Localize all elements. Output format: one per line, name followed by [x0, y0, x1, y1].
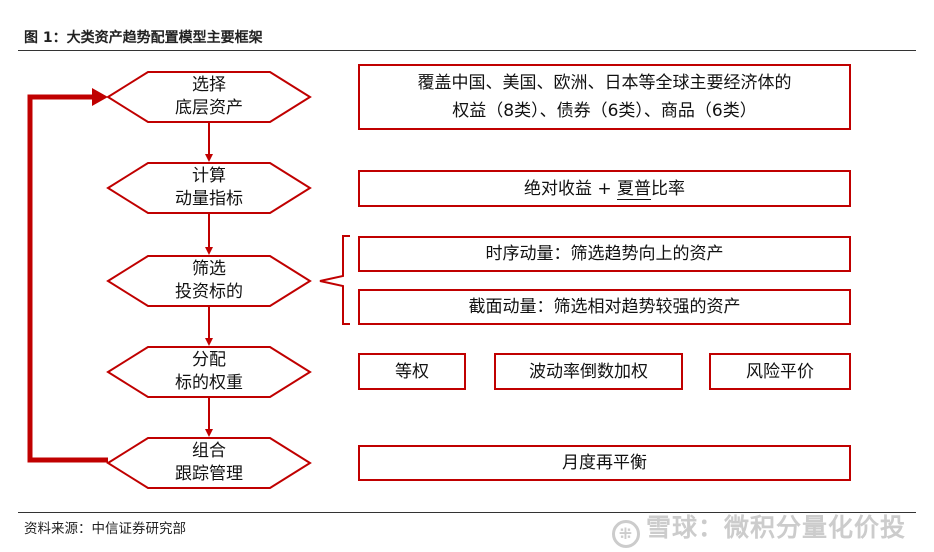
- box-indicators: 绝对收益 + 夏普比率: [358, 170, 851, 207]
- step-text: 筛选: [192, 259, 226, 279]
- step-label-track: 组合跟踪管理: [140, 438, 278, 488]
- box-text-underlined: 夏普: [617, 178, 652, 200]
- step-label-select: 选择底层资产: [140, 72, 278, 122]
- snowball-logo-icon: ⁜: [612, 520, 640, 548]
- step-text: 跟踪管理: [175, 464, 243, 484]
- step-text: 分配: [192, 350, 226, 370]
- box-equal-weight: 等权: [358, 353, 466, 390]
- box-text: 比率: [651, 178, 686, 199]
- step-text: 计算: [192, 166, 226, 186]
- screen-brace: [319, 235, 350, 325]
- step-label-allocate: 分配标的权重: [140, 347, 278, 397]
- step-text: 标的权重: [175, 373, 243, 393]
- step-text: 组合: [192, 441, 226, 461]
- top-divider: [18, 50, 916, 51]
- step-label-screen: 筛选投资标的: [140, 256, 278, 306]
- step-hexagon-screen: [106, 255, 312, 307]
- watermark: ⁜雪球：微积分量化价投: [612, 508, 906, 548]
- step-label-compute: 计算动量指标: [140, 163, 278, 213]
- box-inverse-vol-weight: 波动率倒数加权: [494, 353, 683, 390]
- feedback-loop-line: [27, 94, 108, 463]
- step-text: 选择: [192, 75, 226, 95]
- watermark-text: 雪球：微积分量化价投: [646, 513, 907, 542]
- box-text: 覆盖中国、美国、欧洲、日本等全球主要经济体的: [417, 73, 792, 93]
- source-note: 资料来源：中信证券研究部: [24, 521, 186, 537]
- box-asset-universe: 覆盖中国、美国、欧洲、日本等全球主要经济体的权益（8类）、债券（6类）、商品（6…: [358, 64, 851, 130]
- step-text: 底层资产: [175, 98, 243, 118]
- step-hexagon-compute: [106, 162, 312, 214]
- step-hexagon-track: [106, 437, 312, 489]
- step-text: 投资标的: [175, 282, 243, 302]
- box-risk-parity: 风险平价: [709, 353, 851, 390]
- box-cs-momentum: 截面动量：筛选相对趋势较强的资产: [358, 289, 851, 325]
- step-text: 动量指标: [175, 189, 243, 209]
- box-text: 绝对收益 +: [523, 178, 618, 199]
- box-ts-momentum: 时序动量：筛选趋势向上的资产: [358, 236, 851, 272]
- step-hexagon-allocate: [106, 346, 312, 398]
- step-hexagon-select: [106, 71, 312, 123]
- bottom-divider: [18, 512, 916, 513]
- box-text: 权益（8类）、债券（6类）、商品（6类）: [452, 101, 757, 121]
- feedback-loop-arrowhead: [92, 88, 108, 106]
- figure-caption: 图 1：大类资产趋势配置模型主要框架: [24, 30, 263, 46]
- box-monthly-rebalance: 月度再平衡: [358, 445, 851, 481]
